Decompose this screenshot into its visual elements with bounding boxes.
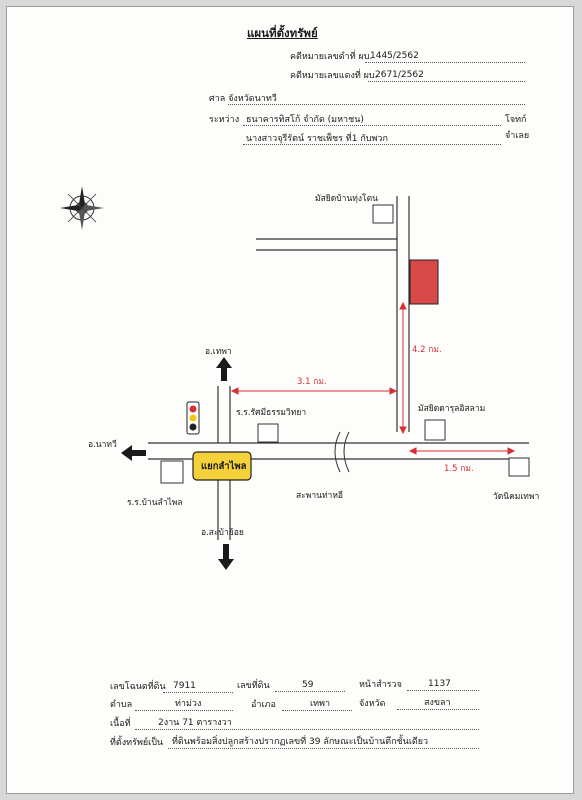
subdistrict-value: ท่าม่วง xyxy=(175,699,202,709)
temple-label: วัดนิคมเทพา xyxy=(493,492,540,502)
junction-box xyxy=(192,451,252,481)
land-no-value: 59 xyxy=(302,680,314,690)
mosque-2-box xyxy=(424,419,446,441)
temple-box xyxy=(508,457,530,477)
distance-1-label: 3.1 กม. xyxy=(297,377,327,387)
survey-label: หน้าสำรวจ xyxy=(359,680,402,690)
mosque-top-box xyxy=(372,204,394,224)
defendant-line xyxy=(243,144,501,145)
district-value: เทพา xyxy=(310,699,330,709)
arrow-south-icon xyxy=(218,544,234,570)
case-black-line xyxy=(365,62,525,63)
to-thepha-label: อ.เทพา xyxy=(205,347,232,357)
between-label: ระหว่าง xyxy=(209,115,240,125)
distance-2-label: 4.2 กม. xyxy=(412,345,442,355)
school-1-label: ร.ร.รัศมีธรรมวิทยา xyxy=(236,408,307,418)
distance-3-label: 1.5 กม. xyxy=(444,464,474,474)
court-name: ศาล จังหวัดนาทวี xyxy=(209,94,277,104)
property-location-marker xyxy=(409,259,439,305)
area-line xyxy=(135,729,479,730)
survey-value: 1137 xyxy=(428,679,451,689)
case-red-value: 2671/2562 xyxy=(375,70,424,80)
province-value: สงขลา xyxy=(424,698,451,708)
school-2-box xyxy=(160,460,184,484)
arrow-north-icon xyxy=(216,357,232,381)
school-1-box xyxy=(257,423,279,443)
arrow-west-icon xyxy=(121,445,146,461)
plaintiff-role: โจทก์ xyxy=(505,115,527,125)
mosque-2-label: มัสยิดดารุลอิสลาม xyxy=(418,404,486,414)
school-2-label: ร.ร.บ้านลำไพล xyxy=(127,498,183,508)
area-label: เนื้อที่ xyxy=(110,719,131,729)
compass-icon xyxy=(60,186,104,230)
mosque-top-label: มัสยิดบ้านทุ่งโตน xyxy=(315,194,378,204)
traffic-light-icon xyxy=(186,401,200,435)
defendant-name: นางสาวจุรีรัตน์ ราชเพ็ชร ที่1 กับพวก xyxy=(246,134,388,144)
case-black-label: คดีหมายเลขดำที่ ผบ. xyxy=(290,52,373,62)
case-black-value: 1445/2562 xyxy=(370,51,419,61)
page-title: แผนที่ตั้งทรัพย์ xyxy=(247,26,318,40)
bridge-symbol xyxy=(334,431,350,473)
deed-line xyxy=(163,692,233,693)
survey-line xyxy=(407,690,479,691)
junction-label: แยกลำไพล xyxy=(201,461,247,472)
subdistrict-line xyxy=(135,710,233,711)
property-type-line xyxy=(168,748,479,749)
deed-value: 7911 xyxy=(173,681,196,691)
land-no-line xyxy=(275,691,345,692)
province-line xyxy=(397,709,479,710)
case-red-label: คดีหมายเลขแดงที่ ผบ. xyxy=(290,71,378,81)
to-sabayoi-label: อ.สะบ้าย้อย xyxy=(201,528,244,538)
property-type-value: ที่ดินพร้อมสิ่งปลูกสร้างปรากฏเลขที่ 39 ล… xyxy=(172,737,429,747)
province-label: จังหวัด xyxy=(359,699,386,709)
court-line xyxy=(228,104,525,105)
plaintiff-line xyxy=(243,125,501,126)
document-sheet xyxy=(6,6,574,794)
area-value: 2งาน 71 ตารางวา xyxy=(158,718,232,728)
district-line xyxy=(282,710,352,711)
deed-label: เลขโฉนดที่ดิน xyxy=(110,682,166,692)
to-nathawi-label: อ.นาทวี xyxy=(88,440,117,450)
plaintiff-name: ธนาคารทิสโก้ จำกัด (มหาชน) xyxy=(246,115,364,125)
land-no-label: เลขที่ดิน xyxy=(237,681,270,691)
case-red-line xyxy=(368,81,525,82)
defendant-role: จำเลย xyxy=(505,131,530,141)
bridge-label: สะพานท่าหอี xyxy=(296,491,344,501)
district-label: อำเภอ xyxy=(251,700,276,710)
property-type-label: ที่ตั้งทรัพย์เป็น xyxy=(110,738,164,748)
subdistrict-label: ตำบล xyxy=(110,700,133,710)
